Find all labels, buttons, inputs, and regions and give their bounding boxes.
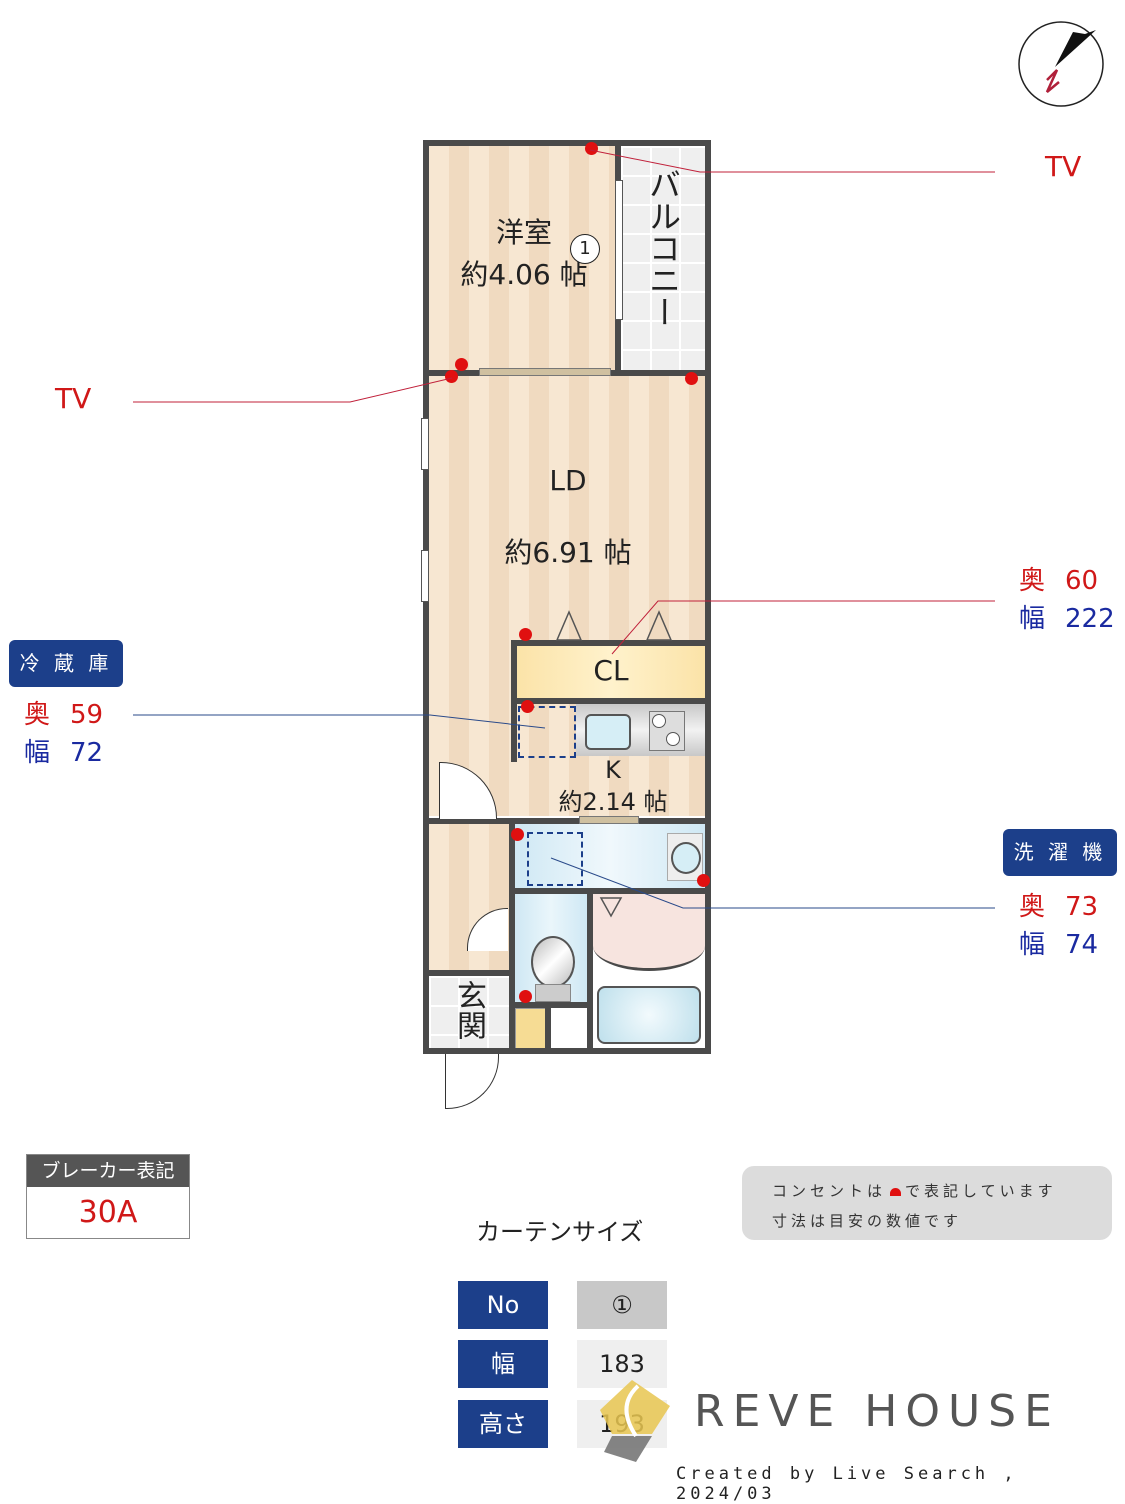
tv-label-right: TV <box>1045 150 1082 183</box>
tv-label-left: TV <box>55 382 92 415</box>
room-closet <box>517 646 705 698</box>
outlet-icon <box>521 700 534 713</box>
outlet-icon <box>519 990 532 1003</box>
window-ld-2[interactable] <box>421 550 429 602</box>
legend-note: コンセントはで表記しています 寸法は目安の数値です <box>742 1166 1112 1240</box>
bath-door-icon[interactable] <box>599 896 627 920</box>
brand-name: REVE HOUSE <box>694 1386 1060 1437</box>
north-arrow-icon <box>1018 21 1104 107</box>
label-entrance: 玄関 <box>451 980 486 1040</box>
curtain-value-width: 183 <box>577 1340 667 1388</box>
room-entrance <box>429 976 509 1048</box>
outlet-icon <box>697 874 710 887</box>
fridge-space <box>518 706 576 758</box>
outlet-icon <box>585 142 598 155</box>
breaker-value: 30A <box>78 1195 138 1230</box>
washbasin-icon <box>667 833 703 881</box>
brand-logo-icon <box>600 1380 670 1462</box>
curtain-header-height: 高さ <box>458 1400 548 1448</box>
compass <box>1017 20 1105 108</box>
closet-door-icon[interactable] <box>543 608 683 642</box>
sliding-door-western[interactable] <box>479 368 611 376</box>
label-ld: LD 約6.91 帖 <box>504 464 632 569</box>
label-closet: CL <box>593 654 629 687</box>
curtain-value-no: ① <box>577 1281 667 1329</box>
door-entrance[interactable] <box>445 1054 499 1109</box>
breaker-box: ブレーカー表記 30A <box>26 1154 190 1239</box>
bath-dressing <box>593 894 705 971</box>
stove-icon <box>649 711 685 751</box>
label-western: 洋室 約4.06 帖 <box>460 216 588 291</box>
sink-icon <box>585 714 631 750</box>
window-balcony[interactable] <box>615 180 623 320</box>
room-balcony <box>621 146 705 370</box>
outlet-icon <box>685 372 698 385</box>
leader-lines <box>133 149 995 909</box>
outlet-icon <box>445 370 458 383</box>
fridge-tag: 冷 蔵 庫 <box>9 640 123 687</box>
curtain-marker: 1 <box>570 234 600 264</box>
bathtub-icon <box>597 986 701 1044</box>
label-kitchen: K 約2.14 帖 <box>558 756 668 816</box>
washer-space <box>527 832 583 886</box>
curtain-header-no: No <box>458 1281 548 1329</box>
curtain-header-width: 幅 <box>458 1340 548 1388</box>
floor-plan: 洋室 約4.06 帖 1 バルコニー LD 約6.91 帖 CL K 約2.14… <box>421 140 711 1109</box>
sliding-door-wash[interactable] <box>579 816 639 824</box>
breaker-title: ブレーカー表記 <box>27 1155 189 1187</box>
outlet-icon <box>519 628 532 641</box>
shoe-cabinet <box>515 1008 547 1050</box>
outlet-icon <box>890 1188 902 1196</box>
brand-credit: Created by Live Search , 2024/03 <box>676 1464 1018 1504</box>
outlet-icon <box>455 358 468 371</box>
washer-tag: 洗 濯 機 <box>1003 829 1117 876</box>
curtain-title: カーテンサイズ <box>476 1218 644 1246</box>
label-balcony: バルコニー <box>644 168 682 328</box>
outlet-icon <box>511 828 524 841</box>
window-ld-1[interactable] <box>421 418 429 470</box>
